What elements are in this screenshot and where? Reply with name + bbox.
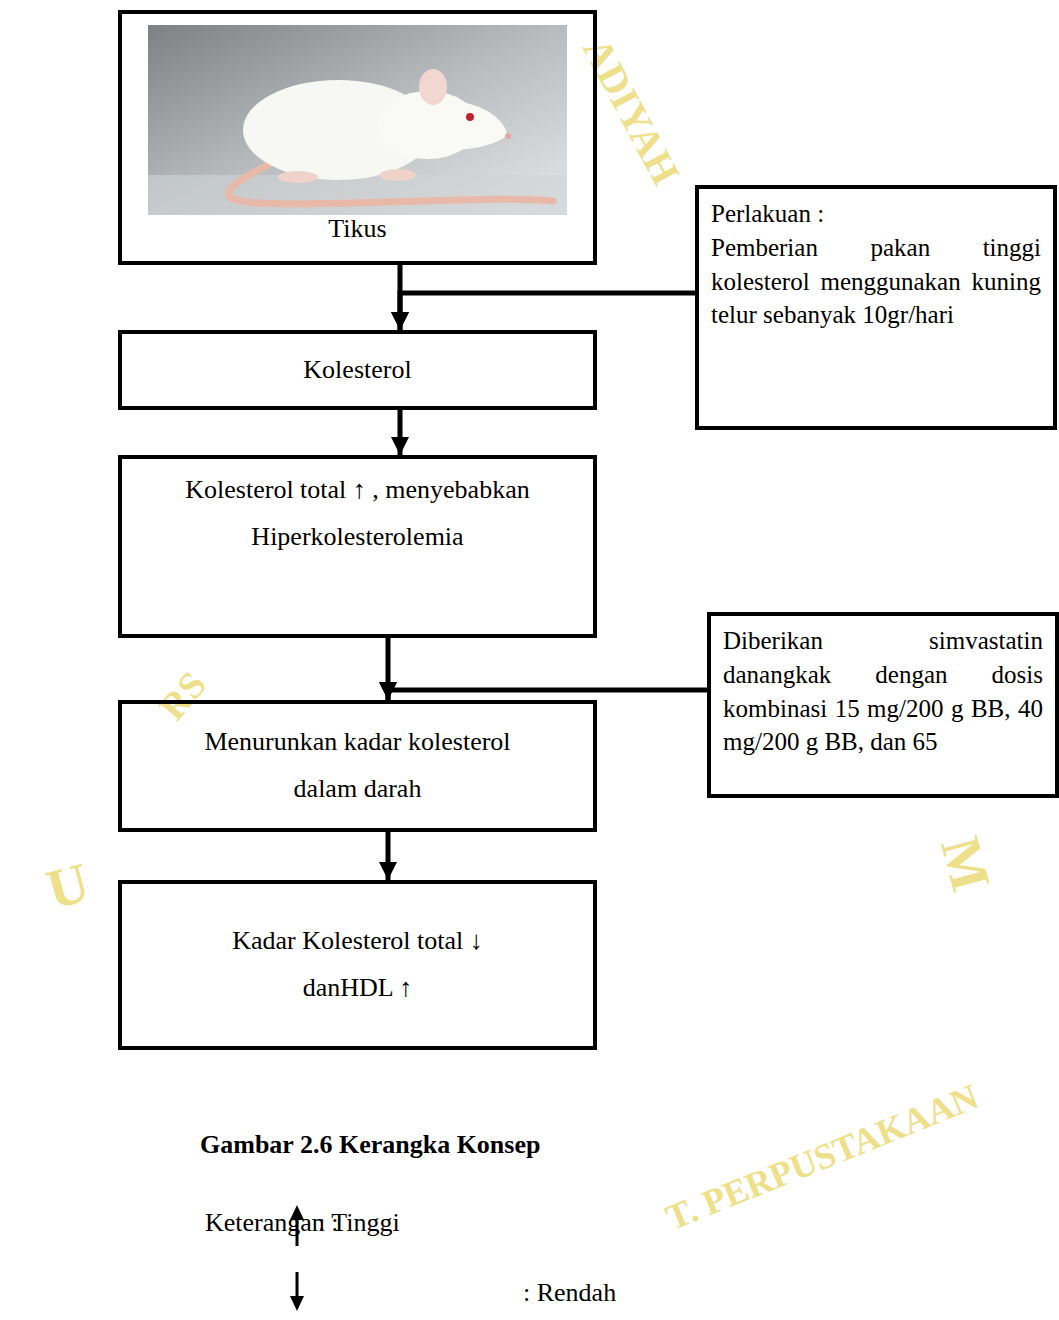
watermark-text: ADIYAH bbox=[574, 30, 690, 192]
rat-photo bbox=[148, 25, 567, 215]
down-arrow-symbol bbox=[290, 1272, 304, 1311]
legend-text: : Tinggi bbox=[318, 1208, 400, 1238]
flow-arrow bbox=[400, 293, 695, 330]
subject-box: Tikus bbox=[118, 10, 597, 265]
flow-arrow bbox=[388, 690, 707, 700]
box-heading: Perlakuan : bbox=[711, 197, 1041, 231]
process-box: Kolesterol total ↑ , menyebabkan Hiperko… bbox=[118, 455, 597, 638]
box-text: Kadar Kolesterol total ↓ danHDL ↑ bbox=[197, 918, 518, 1012]
flow-arrow bbox=[386, 832, 391, 880]
result-box: Kadar Kolesterol total ↓ danHDL ↑ bbox=[118, 880, 597, 1050]
watermark-text: M bbox=[928, 830, 1004, 898]
legend-text: : Rendah bbox=[523, 1278, 616, 1308]
figure-caption: Gambar 2.6 Kerangka Konsep bbox=[200, 1130, 540, 1160]
box-text: Pemberian pakan tinggi kolesterol menggu… bbox=[711, 231, 1041, 332]
process-box: Menurunkan kadar kolesterol dalam darah bbox=[118, 700, 597, 832]
flow-arrow bbox=[398, 410, 403, 455]
box-text: Diberikan simvastatin danangkak dengan d… bbox=[723, 624, 1043, 759]
watermark-text: U bbox=[40, 850, 96, 922]
box-text: Kolesterol bbox=[132, 347, 583, 394]
box-text: Tikus bbox=[132, 206, 583, 253]
treatment-box: Diberikan simvastatin danangkak dengan d… bbox=[707, 612, 1059, 798]
watermark-text: RS bbox=[150, 663, 215, 728]
watermark-text: T. PERPUSTAKAAN bbox=[660, 1075, 984, 1239]
box-text: Kolesterol total ↑ , menyebabkan Hiperko… bbox=[142, 467, 573, 561]
box-text: Menurunkan kadar kolesterol dalam darah bbox=[182, 719, 533, 813]
process-box: Kolesterol bbox=[118, 330, 597, 410]
treatment-box: Perlakuan :Pemberian pakan tinggi kolest… bbox=[695, 185, 1057, 430]
